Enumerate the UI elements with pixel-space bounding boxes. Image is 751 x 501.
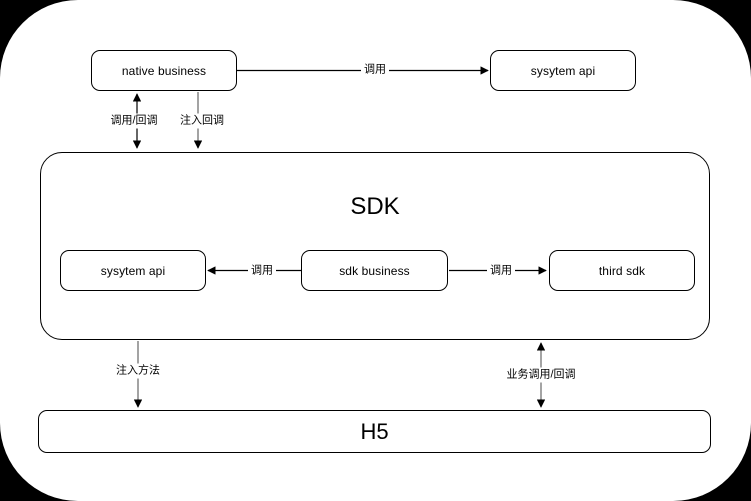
edge-label-native-sdk-callback: 调用/回调 <box>107 113 161 129</box>
edge-label-native-to-systemapi: 调用 <box>361 62 389 78</box>
edge-label-sdk-h5-business: 业务调用/回调 <box>503 367 579 383</box>
node-third-sdk-label: third sdk <box>598 263 646 278</box>
edge-label-sdkbiz-to-sysapi: 调用 <box>248 263 276 279</box>
node-system-api-top[interactable]: sysytem api <box>490 50 636 91</box>
node-system-api-inner[interactable]: sysytem api <box>60 250 206 291</box>
node-sdk-business[interactable]: sdk business <box>301 250 448 291</box>
node-third-sdk[interactable]: third sdk <box>549 250 695 291</box>
edge-label-sdkbiz-to-thirdsdk: 调用 <box>487 263 515 279</box>
edge-label-sdk-to-h5-inject: 注入方法 <box>113 363 163 379</box>
sdk-container: SDK <box>40 152 710 340</box>
node-system-api-inner-label: sysytem api <box>100 263 166 278</box>
node-native-business[interactable]: native business <box>91 50 237 91</box>
node-h5[interactable]: H5 <box>38 410 711 453</box>
node-sdk-business-label: sdk business <box>339 263 410 278</box>
node-system-api-top-label: sysytem api <box>530 63 596 78</box>
node-h5-label: H5 <box>360 418 389 444</box>
node-native-business-label: native business <box>121 63 207 78</box>
sdk-container-title: SDK <box>350 193 400 220</box>
edge-label-native-sdk-inject: 注入回调 <box>177 113 227 129</box>
